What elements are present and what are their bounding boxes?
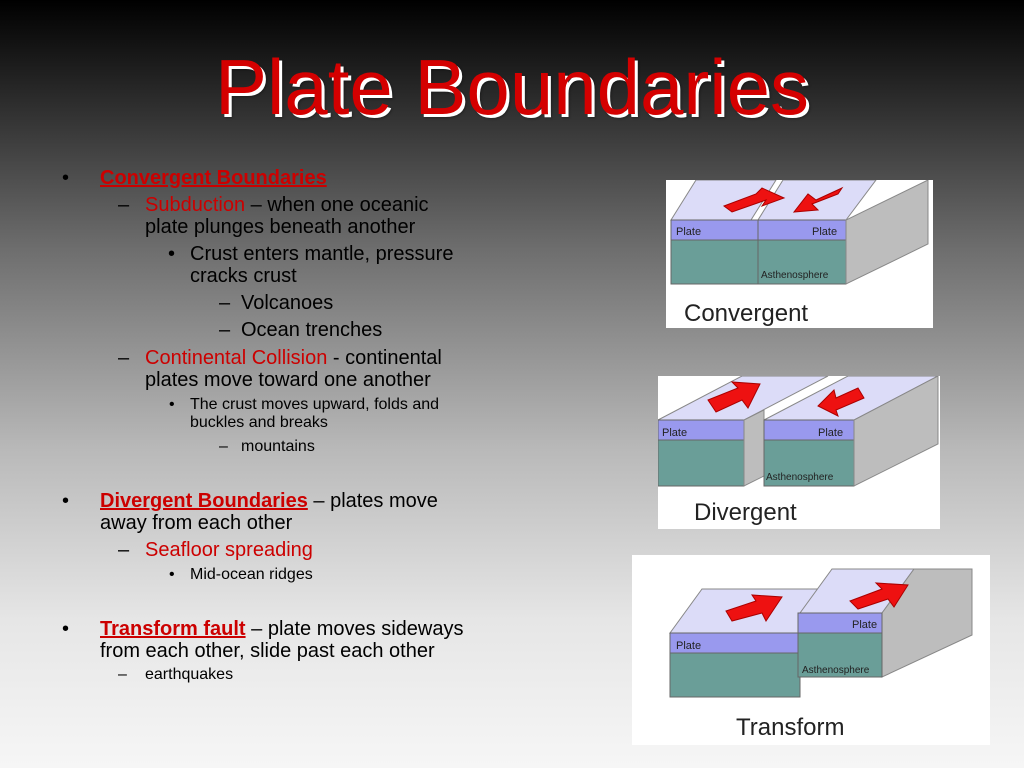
plate-label: Plate xyxy=(676,226,701,238)
convergent-caption: Convergent xyxy=(684,300,808,327)
subduction-bullet-2: cracks crust xyxy=(190,265,297,287)
arrow-icon xyxy=(849,582,909,610)
transform-text-1: – plate moves sideways xyxy=(245,618,464,640)
divergent-caption: Divergent xyxy=(694,499,797,526)
transform-line: Transform fault – plate moves sideways xyxy=(100,618,463,640)
bullet-marker: • xyxy=(169,396,175,413)
transform-diagram-svg: Plate Plate Asthenosphere Transform xyxy=(669,568,973,741)
dash-marker: – xyxy=(118,666,127,683)
subduction-label: Subduction xyxy=(145,194,246,216)
plate-label: Plate xyxy=(818,427,843,439)
asthenosphere-label: Asthenosphere xyxy=(761,270,829,281)
mid-ocean-ridges: Mid-ocean ridges xyxy=(190,566,313,583)
transform-heading-link[interactable]: Transform fault xyxy=(100,618,246,640)
dash-marker: – xyxy=(219,438,228,455)
convergent-diagram: Plate Plate Asthenosphere Convergent xyxy=(666,179,933,328)
plate-label: Plate xyxy=(812,226,837,238)
divergent-diagram-svg: Plate Plate Asthenosphere Divergent xyxy=(657,375,939,526)
divergent-diagram: Plate Plate Asthenosphere Divergent xyxy=(657,375,940,529)
arrow-icon xyxy=(722,187,786,213)
convergent-diagram-svg: Plate Plate Asthenosphere Convergent xyxy=(670,179,929,327)
arrow-icon xyxy=(792,186,844,213)
item-earthquakes: earthquakes xyxy=(145,666,234,683)
bullet-marker: • xyxy=(62,167,70,189)
dash-marker: – xyxy=(219,292,231,314)
dash-marker: – xyxy=(118,347,130,369)
subduction-text-1: – when one oceanic xyxy=(245,194,429,216)
plate-side xyxy=(743,409,765,487)
bullet-marker: • xyxy=(62,490,70,512)
plate-label: Plate xyxy=(676,640,701,652)
divergent-heading-link[interactable]: Divergent Boundaries xyxy=(100,490,308,512)
bullet-marker: • xyxy=(168,243,176,265)
convergent-heading: Convergent Boundaries xyxy=(100,167,327,189)
bullet-marker: • xyxy=(169,566,175,583)
collision-text-2: plates move toward one another xyxy=(145,369,431,391)
subduction-bullet-1: Crust enters mantle, pressure xyxy=(190,243,454,265)
item-volcanoes: Volcanoes xyxy=(241,292,334,314)
collision-text-1: - continental xyxy=(327,347,442,369)
item-ocean-trenches: Ocean trenches xyxy=(241,319,383,341)
convergent-heading-link[interactable]: Convergent Boundaries xyxy=(100,167,327,189)
transform-text-2: from each other, slide past each other xyxy=(100,640,435,662)
subduction-text-2: plate plunges beneath another xyxy=(145,216,416,238)
item-mountains: mountains xyxy=(241,438,315,455)
plate-side xyxy=(845,179,929,285)
plate-side xyxy=(853,375,939,487)
asthenosphere-label: Asthenosphere xyxy=(802,665,870,676)
divergent-text-2: away from each other xyxy=(100,512,293,534)
slide-title: Plate Boundaries xyxy=(214,43,810,131)
collision-label: Continental Collision xyxy=(145,347,328,369)
collision-line: Continental Collision - continental xyxy=(145,347,442,369)
plate-label: Plate xyxy=(662,427,687,439)
transform-diagram: Plate Plate Asthenosphere Transform xyxy=(632,555,990,745)
bullet-marker: • xyxy=(62,618,70,640)
dash-marker: – xyxy=(118,539,130,561)
arrow-icon xyxy=(817,387,865,417)
transform-caption: Transform xyxy=(736,714,844,741)
plate-layer xyxy=(797,612,883,634)
dash-marker: – xyxy=(219,319,231,341)
divergent-text-1: – plates move xyxy=(307,490,438,512)
asthenosphere-label: Asthenosphere xyxy=(766,472,834,483)
arrow-icon xyxy=(707,381,761,413)
plate-label: Plate xyxy=(852,619,877,631)
subduction-line: Subduction – when one oceanic xyxy=(145,194,429,216)
seafloor-spreading: Seafloor spreading xyxy=(145,539,313,561)
arrow-icon xyxy=(725,594,783,622)
dash-marker: – xyxy=(118,194,130,216)
divergent-line: Divergent Boundaries – plates move xyxy=(100,490,438,512)
collision-bullet-1: The crust moves upward, folds and xyxy=(190,396,440,413)
collision-bullet-2: buckles and breaks xyxy=(190,414,328,431)
